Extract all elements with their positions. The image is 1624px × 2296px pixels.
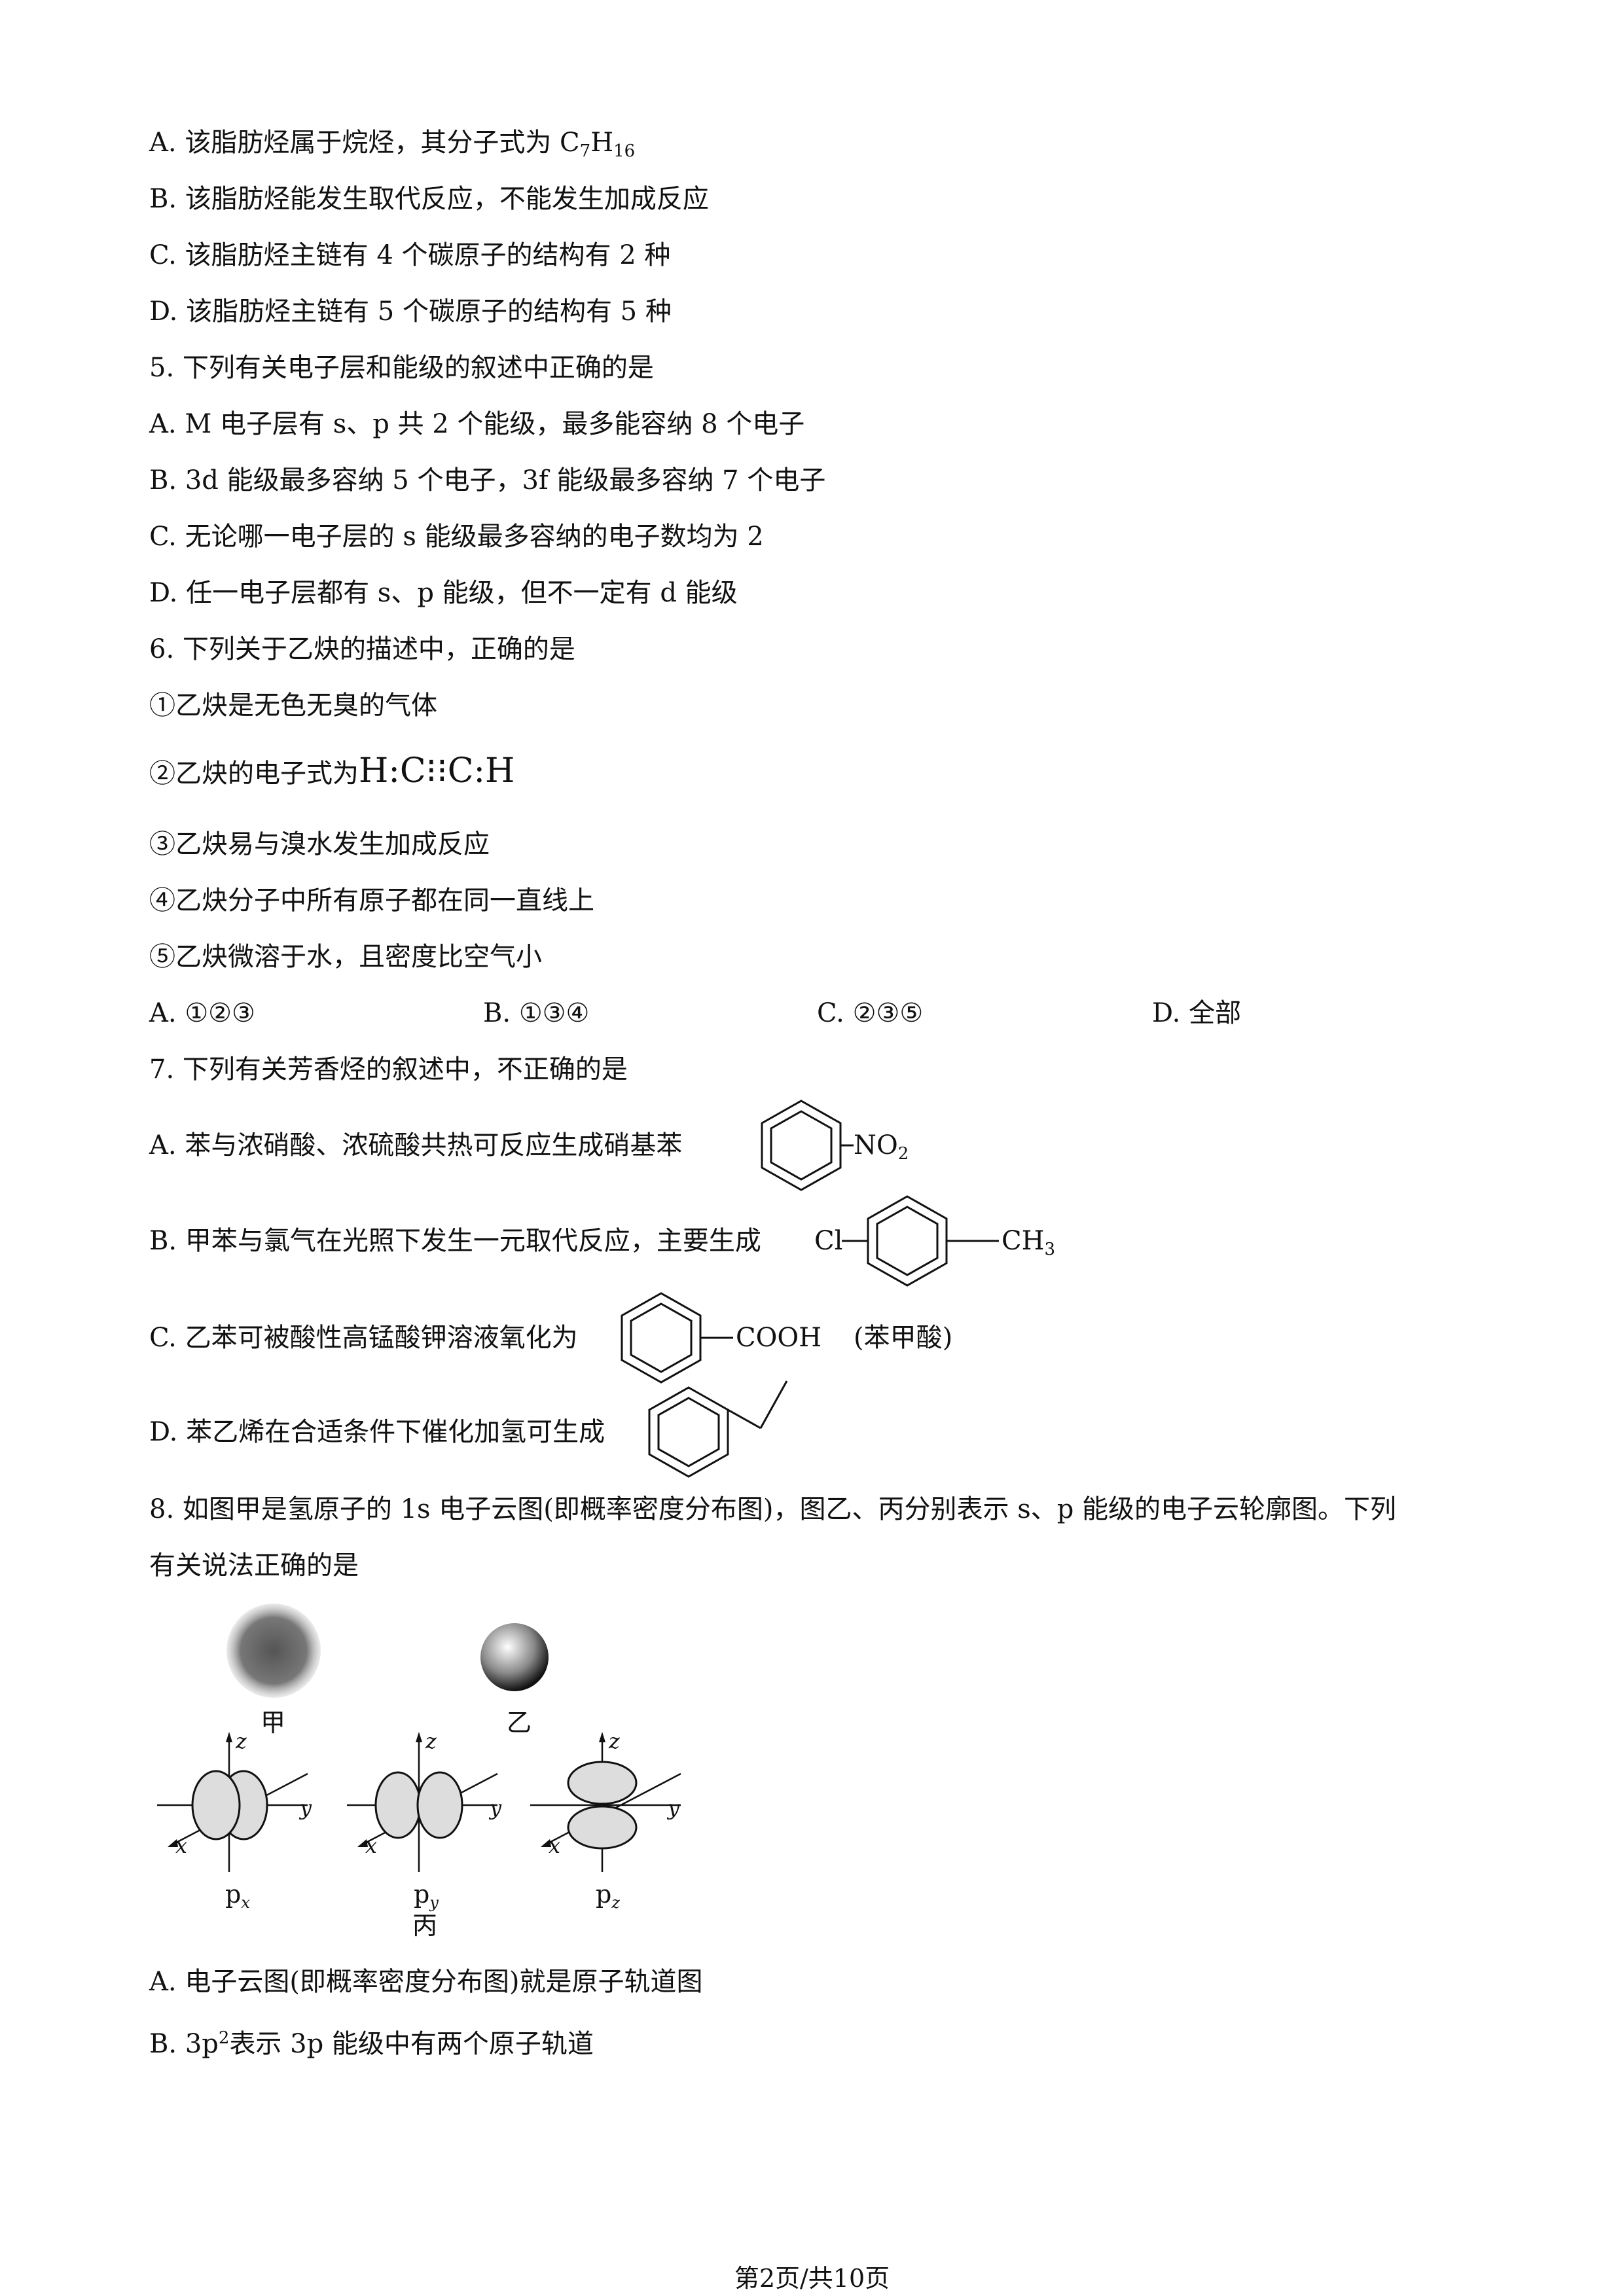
- q6-choice-c: C. ②③⑤: [817, 998, 924, 1028]
- axis-z-label: z: [425, 1729, 437, 1753]
- q7-option-b: B. 甲苯与氯气在光照下发生一元取代反应，主要生成: [149, 1226, 761, 1256]
- label-px: px: [225, 1880, 250, 1912]
- q6-item-4: ④乙炔分子中所有原子都在同一直线上: [149, 886, 594, 916]
- axis-y-label: y: [300, 1795, 312, 1820]
- q5-stem: 5. 下列有关电子层和能级的叙述中正确的是: [149, 353, 654, 383]
- electron-cloud-1s: [226, 1604, 321, 1698]
- q8-stem-line2: 有关说法正确的是: [149, 1551, 359, 1581]
- q4-option-b: B. 该脂肪烃能发生取代反应，不能发生加成反应: [149, 184, 709, 214]
- axis-x-label: x: [549, 1833, 561, 1858]
- axis-z-label: z: [609, 1729, 620, 1753]
- pz-orbital-diagram: [530, 1732, 681, 1872]
- q7-option-a: A. 苯与浓硝酸、浓硫酸共热可反应生成硝基苯: [149, 1130, 683, 1160]
- q8-option-a: A. 电子云图(即概率密度分布图)就是原子轨道图: [149, 1967, 703, 1997]
- label-jia: 甲: [261, 1708, 286, 1737]
- page-footer: 第2页/共10页: [734, 2264, 890, 2293]
- q6-stem: 6. 下列关于乙炔的描述中，正确的是: [149, 634, 575, 664]
- axis-z-label: z: [236, 1729, 247, 1753]
- benzoic-acid-note: (苯甲酸): [854, 1323, 953, 1353]
- q4-option-a: A. 该脂肪烃属于烷烃，其分子式为 C7H16: [149, 128, 636, 161]
- orbital-figure: [157, 1604, 681, 1872]
- label-pz: pz: [596, 1880, 620, 1912]
- q5-option-a: A. M 电子层有 s、p 共 2 个能级，最多能容纳 8 个电子: [149, 409, 805, 439]
- acetylene-electron-formula: H:C⁝⁝C:H: [359, 751, 515, 791]
- q4-option-d: D. 该脂肪烃主链有 5 个碳原子的结构有 5 种: [149, 296, 672, 327]
- q7-option-c: C. 乙苯可被酸性高锰酸钾溶液氧化为: [149, 1323, 578, 1353]
- axis-y-label: y: [668, 1795, 680, 1820]
- q8-stem-line1: 8. 如图甲是氢原子的 1s 电子云图(即概率密度分布图)，图乙、丙分别表示 s…: [149, 1494, 1397, 1524]
- q6-item-5: ⑤乙炔微溶于水，且密度比空气小: [149, 942, 542, 972]
- nitrobenzene-structure: [761, 1100, 854, 1191]
- q4-option-c: C. 该脂肪烃主链有 4 个碳原子的结构有 2 种: [149, 240, 671, 270]
- chloro-label: Cl: [814, 1226, 843, 1256]
- q6-item-1: ①乙炔是无色无臭的气体: [149, 691, 437, 721]
- label-bing: 丙: [412, 1911, 438, 1940]
- s-orbital-sphere: [480, 1623, 549, 1691]
- chlorotoluene-structure: [842, 1195, 999, 1287]
- q7-stem: 7. 下列有关芳香烃的叙述中，不正确···的是: [149, 1052, 628, 1085]
- label-py: py: [414, 1880, 439, 1912]
- nitro-group-label: NO2: [854, 1130, 909, 1164]
- methyl-label: CH3: [1001, 1226, 1056, 1259]
- q6-item-3: ③乙炔易与溴水发生加成反应: [149, 829, 490, 859]
- py-orbital-diagram: [347, 1732, 498, 1872]
- axis-y-label: y: [490, 1795, 502, 1820]
- q7-option-d: D. 苯乙烯在合适条件下催化加氢可生成: [149, 1417, 605, 1447]
- q5-option-d: D. 任一电子层都有 s、p 能级，但不一定有 d 能级: [149, 578, 738, 608]
- axis-x-label: x: [175, 1833, 188, 1858]
- q6-choice-a: A. ①②③: [149, 998, 255, 1028]
- carboxyl-label: COOH: [736, 1323, 822, 1353]
- ethylbenzene-structure: [648, 1380, 788, 1478]
- px-orbital-diagram: [157, 1732, 308, 1872]
- q6-choice-b: B. ①③④: [483, 998, 590, 1028]
- axis-x-label: x: [365, 1833, 378, 1858]
- q5-option-c: C. 无论哪一电子层的 s 能级最多容纳的电子数均为 2: [149, 522, 764, 552]
- benzoic-acid-structure: [621, 1292, 733, 1384]
- emphasis-dots: 不正确···: [496, 1052, 575, 1085]
- q6-choice-d: D. 全部: [1152, 998, 1242, 1028]
- q5-option-b: B. 3d 能级最多容纳 5 个电子，3f 能级最多容纳 7 个电子: [149, 465, 826, 495]
- q6-item-2: ②乙炔的电子式为H:C⁝⁝C:H: [149, 751, 515, 791]
- q8-option-b: B. 3p2表示 3p 能级中有两个原子轨道: [149, 2028, 594, 2059]
- label-yi: 乙: [507, 1708, 532, 1737]
